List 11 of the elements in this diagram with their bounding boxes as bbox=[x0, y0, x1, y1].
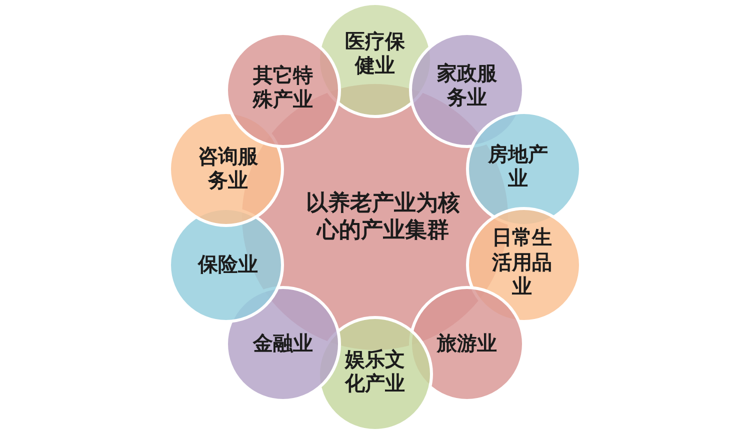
core-label: 以养老产业为核心的产业集群 bbox=[304, 190, 461, 244]
sector-label: 医疗保健业 bbox=[344, 30, 406, 78]
sector-label: 其它特殊产业 bbox=[252, 64, 314, 112]
sector-label: 日常生活用品业 bbox=[490, 226, 553, 300]
sector-label: 房地产业 bbox=[486, 142, 549, 192]
sector-label: 保险业 bbox=[196, 252, 259, 278]
sector-label: 金融业 bbox=[252, 332, 314, 356]
sector-label: 咨询服务业 bbox=[197, 144, 259, 194]
sector-label: 旅游业 bbox=[436, 332, 498, 356]
sector-label: 家政服务业 bbox=[436, 62, 498, 110]
sector-label: 娱乐文化产业 bbox=[344, 348, 406, 396]
